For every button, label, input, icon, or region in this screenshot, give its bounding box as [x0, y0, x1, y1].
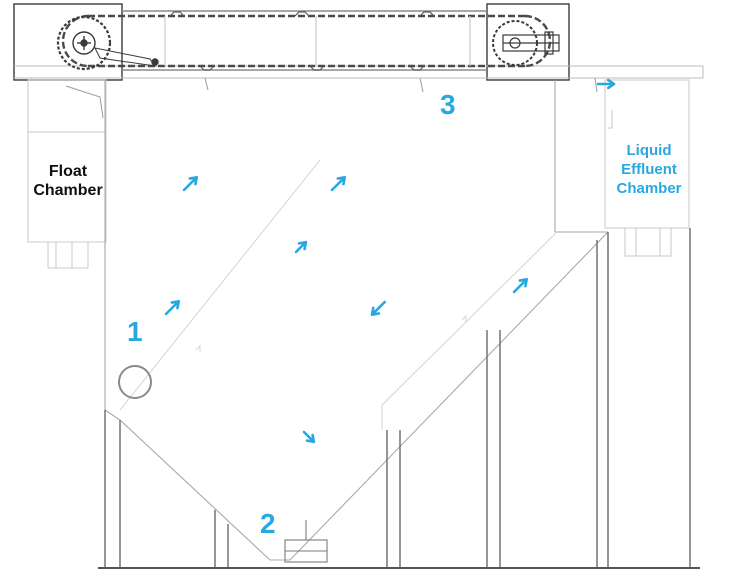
bottom-outlet [284, 520, 328, 563]
idler-tensioner [492, 20, 560, 66]
skimmer-chain [61, 14, 552, 68]
marker-top-3: 3 [440, 89, 456, 120]
deck-hangers [65, 77, 598, 119]
internal-baffles [119, 159, 558, 430]
effluent-chamber-label-line-2: Effluent [621, 161, 677, 178]
effluent-chamber-label-line-3: Chamber [616, 180, 682, 197]
float-chamber-label: Float Chamber [24, 162, 112, 200]
skimmer-left-box [13, 3, 123, 81]
flow-arrow-outlet [596, 78, 616, 90]
float-chamber-label-line-1: Float [48, 163, 88, 180]
flow-arrow-right [512, 277, 529, 294]
vessel-body [104, 80, 609, 561]
inlet-pipe [118, 365, 152, 399]
flow-arrow-down-right [302, 430, 316, 444]
skimmer-right-box [486, 3, 570, 81]
flow-arrow-down-left [370, 300, 387, 317]
float-chamber-label-line-2: Chamber [33, 182, 103, 199]
effluent-chamber-label-line-1: Liquid [626, 142, 672, 159]
marker-bottom-2: 2 [260, 508, 276, 539]
drive-sprocket [56, 15, 159, 71]
skimmer-flights [164, 11, 471, 71]
support-legs [104, 228, 691, 568]
flow-arrow-lower-left [164, 299, 181, 316]
flow-arrow-middle [294, 240, 308, 254]
effluent-chamber-label: Liquid Effluent Chamber [604, 141, 694, 198]
marker-inlet-1: 1 [127, 316, 143, 347]
top-deck [14, 65, 704, 79]
flow-arrows [164, 78, 616, 444]
flow-arrow-upper-middle [330, 175, 347, 192]
effluent-chamber [604, 79, 690, 257]
flow-arrow-upper-left [182, 175, 199, 192]
float-chamber [27, 79, 107, 269]
